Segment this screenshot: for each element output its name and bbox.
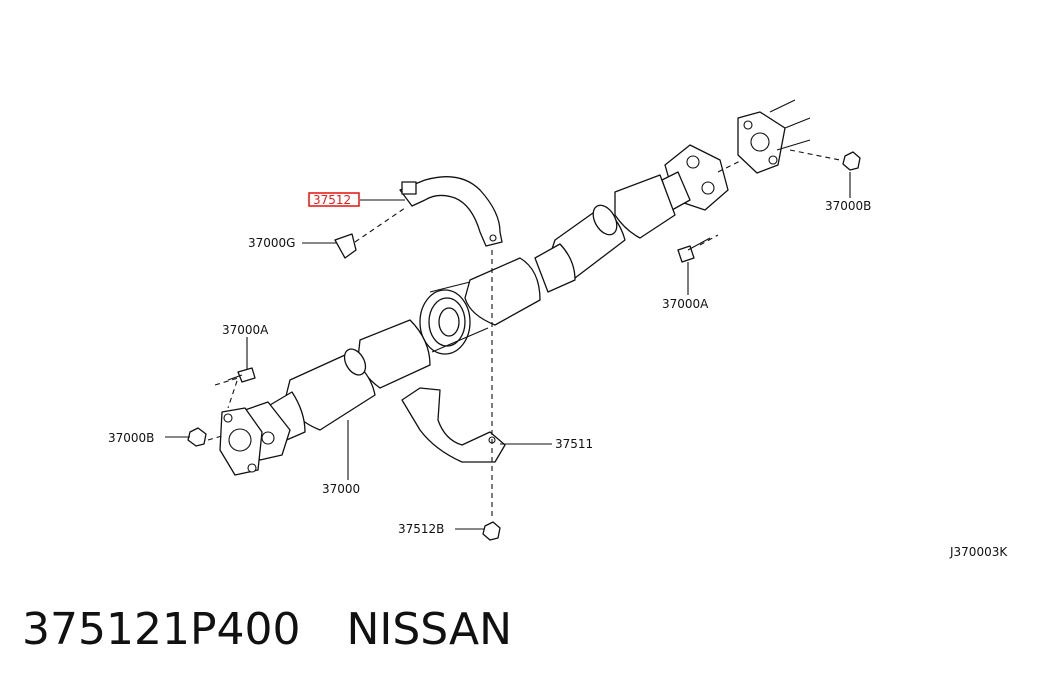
universal-joint-right xyxy=(661,144,729,211)
assembly-line xyxy=(214,377,239,409)
nut-37000B-right xyxy=(842,151,861,171)
rear-flange xyxy=(737,99,811,174)
shaft-tube-lower xyxy=(269,319,431,443)
label-37000A-left: 37000A xyxy=(222,323,269,337)
part-number: 375121P400 xyxy=(22,604,301,655)
center-bearing xyxy=(419,257,541,355)
brand-name: NISSAN xyxy=(346,604,513,655)
label-37511: 37511 xyxy=(555,437,593,451)
assembly-line xyxy=(699,234,719,246)
bolt-37000A-right xyxy=(677,237,711,263)
assembly-line xyxy=(717,149,841,173)
label-37000A-right: 37000A xyxy=(662,297,709,311)
label-37000B-left: 37000B xyxy=(108,431,154,445)
shaft-tube-upper xyxy=(534,174,676,293)
diagram-code: J370003K xyxy=(949,545,1008,559)
label-37000G: 37000G xyxy=(248,236,295,250)
exploded-parts-diagram: 37512 37000G 37000A 37000B 37000A 37000B… xyxy=(108,99,1008,559)
label-37000: 37000 xyxy=(322,482,360,496)
nut-37512B xyxy=(482,521,501,541)
bracket-37512 xyxy=(399,176,503,247)
label-37000B-right: 37000B xyxy=(825,199,871,213)
part-caption: 375121P400 NISSAN xyxy=(22,598,512,662)
front-flange xyxy=(219,407,263,476)
bolt-37000G xyxy=(334,233,357,259)
nut-37000B-left xyxy=(187,427,207,447)
bolt-37000A-top xyxy=(227,367,256,383)
label-37512B: 37512B xyxy=(398,522,444,536)
assembly-line xyxy=(207,435,223,441)
bracket-37511 xyxy=(401,387,506,463)
label-37512-highlighted: 37512 xyxy=(313,193,351,207)
assembly-line xyxy=(354,207,406,243)
highlight-box xyxy=(308,192,360,207)
